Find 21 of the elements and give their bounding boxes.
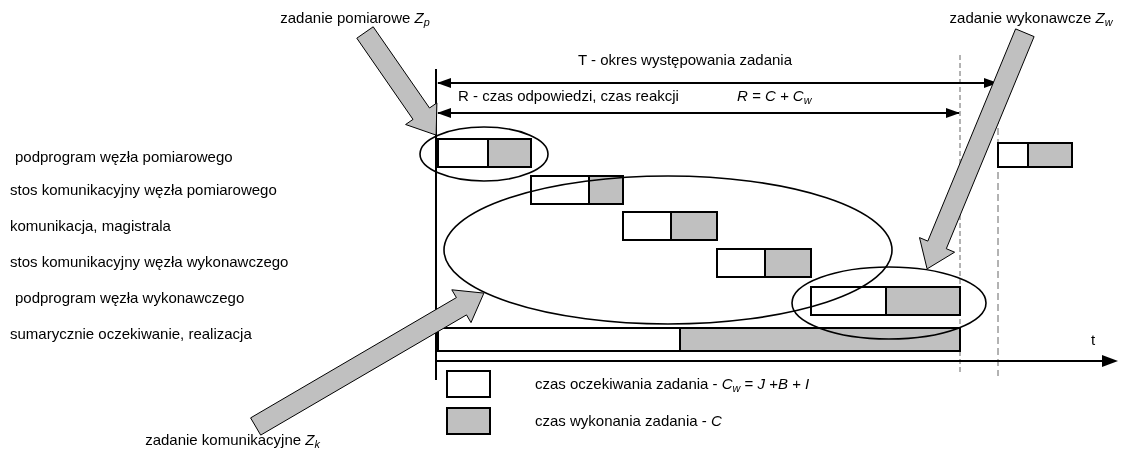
- dimension-label: R - czas odpowiedzi, czas reakcji: [458, 86, 679, 106]
- axis-label: t: [1091, 330, 1096, 350]
- formula: R = C + C$_{w}$: [737, 86, 812, 109]
- block-arrow: [356, 26, 438, 136]
- ellipse-outline: [419, 126, 549, 182]
- row-label: podprogram węzła wykonawczego: [15, 288, 245, 308]
- task-label: zadanie komunikacyjne Z$_{k}$: [115, 428, 350, 452]
- block-arrow: [250, 289, 485, 436]
- legend-text: czas oczekiwania zadania - C$_{w}$ = J +B + I: [535, 374, 810, 397]
- row-label: komunikacja, magistrala: [10, 216, 171, 236]
- row-label: stos komunikacyjny węzła pomiarowego: [10, 180, 277, 200]
- row-label: sumarycznie oczekiwanie, realizacja: [10, 324, 252, 344]
- block-arrow: [919, 28, 1035, 270]
- task-label: zadanie pomiarowe Z$_{p}$: [250, 6, 460, 30]
- ellipse-outline: [791, 266, 987, 340]
- task-label: zadanie wykonawcze Z$_{w}$: [925, 6, 1137, 30]
- dimension-label: T - okres występowania zadania: [578, 50, 792, 70]
- legend-text: czas wykonania zadania - C: [535, 411, 722, 431]
- row-label: stos komunikacyjny węzła wykonawczego: [10, 252, 289, 272]
- row-label: podprogram węzła pomiarowego: [15, 147, 233, 167]
- ellipse-outline: [443, 175, 893, 325]
